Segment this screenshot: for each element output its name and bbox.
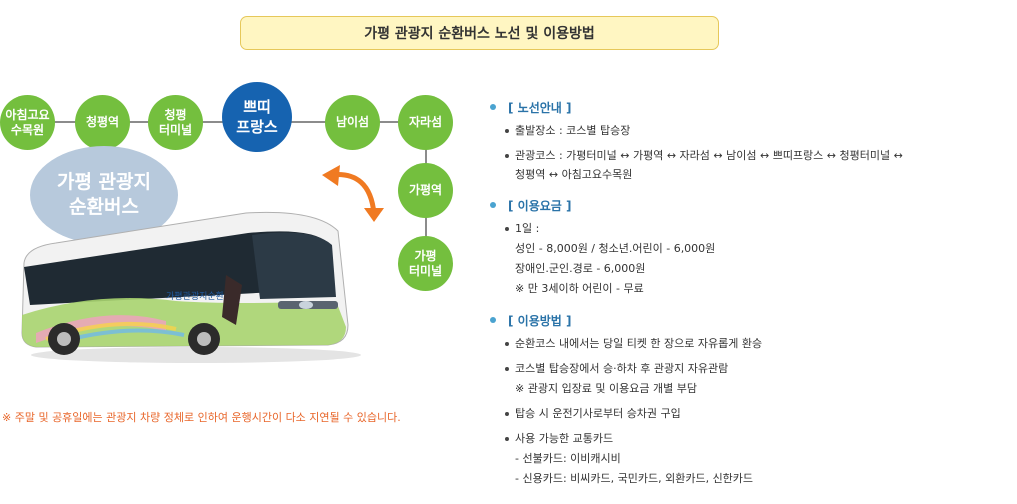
usage-credit-card: - 신용카드: 비씨카드, 국민카드, 외환카드, 신한카드 xyxy=(515,472,754,485)
usage-prepaid-card: - 선불카드: 이비캐시비 xyxy=(515,452,621,465)
usage-section: [ 이용방법 ] 순환코스 내에서는 당일 티켓 한 장으로 자유롭게 환승 코… xyxy=(490,311,1010,489)
fare-adult: 성인 - 8,000원 / 청소년.어린이 - 6,000원 xyxy=(515,242,716,255)
route-course: 관광코스 : 가평터미널 ↔ 가평역 ↔ 자라섬 ↔ 남이섬 ↔ 쁘띠프랑스 ↔… xyxy=(490,146,1010,184)
stop-petite-france: 쁘띠 프랑스 xyxy=(222,82,292,152)
stop-gapyeong-terminal: 가평 터미널 xyxy=(398,236,453,291)
stop-achimgoyo: 아침고요 수목원 xyxy=(0,95,55,150)
info-panel: [ 노선안내 ] 출발장소 : 코스별 탑승장 관광코스 : 가평터미널 ↔ 가… xyxy=(490,98,1010,501)
fare-section: [ 이용요금 ] 1일 : 성인 - 8,000원 / 청소년.어린이 - 6,… xyxy=(490,196,1010,299)
bus-illustration: 가평관광지순환버스 xyxy=(21,211,361,363)
delay-notice: ※ 주말 및 공휴일에는 관광지 차량 정체로 인하여 운행시간이 다소 지연될… xyxy=(2,411,401,424)
fare-day: 1일 : xyxy=(490,219,1010,239)
bullet-icon xyxy=(490,317,496,323)
bullet-icon xyxy=(490,202,496,208)
usage-boarding-note: ※ 관광지 입장료 및 이용요금 개별 부담 xyxy=(515,382,697,395)
turnaround-arrow-icon xyxy=(322,165,384,222)
stop-cheongpyeong-terminal: 청평 터미널 xyxy=(148,95,203,150)
usage-boarding: 코스별 탑승장에서 승·하차 후 관광지 자유관람 xyxy=(490,359,1010,379)
bullet-icon xyxy=(490,104,496,110)
fare-disabled: 장애인.군인.경로 - 6,000원 xyxy=(515,262,646,275)
stop-cheongpyeong-station: 청평역 xyxy=(75,95,130,150)
bus-sign-text: 가평관광지순환버스 xyxy=(166,290,241,302)
usage-ticket: 탑승 시 운전기사로부터 승차권 구입 xyxy=(490,404,1010,424)
stop-namiseom: 남이섬 xyxy=(325,95,380,150)
stop-jaraseom: 자라섬 xyxy=(398,95,453,150)
route-heading: [ 노선안내 ] xyxy=(490,98,1010,116)
usage-heading: [ 이용방법 ] xyxy=(490,311,1010,329)
route-departure: 출발장소 : 코스별 탑승장 xyxy=(490,121,1010,141)
usage-cards: 사용 가능한 교통카드 xyxy=(490,429,1010,449)
page-title: 가평 관광지 순환버스 노선 및 이용방법 xyxy=(240,16,719,50)
fare-heading: [ 이용요금 ] xyxy=(490,196,1010,214)
usage-transfer: 순환코스 내에서는 당일 티켓 한 장으로 자유롭게 환승 xyxy=(490,334,1010,354)
route-section: [ 노선안내 ] 출발장소 : 코스별 탑승장 관광코스 : 가평터미널 ↔ 가… xyxy=(490,98,1010,184)
fare-free: ※ 만 3세이하 어린이 - 무료 xyxy=(515,282,644,295)
stop-gapyeong-station: 가평역 xyxy=(398,163,453,218)
